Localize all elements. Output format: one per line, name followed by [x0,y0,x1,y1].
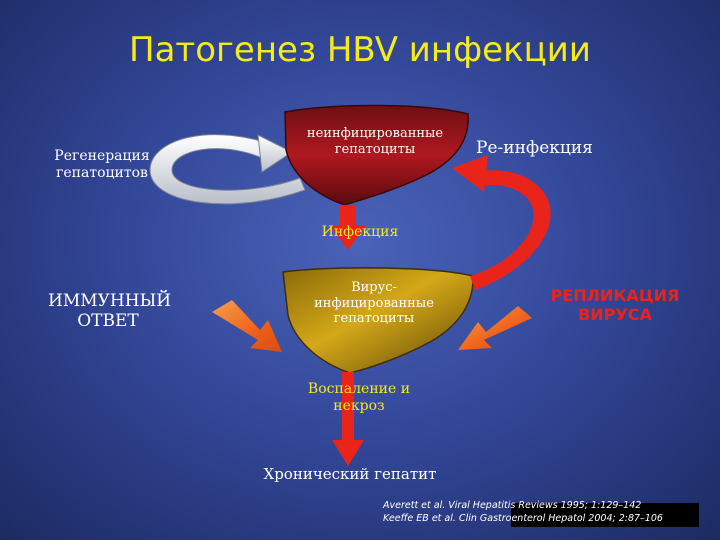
uninfected-liver [284,104,469,206]
replication-arrow [458,306,532,350]
chronic-arrow [332,372,364,466]
label-regeneration: Регенерация гепатоцитов [54,148,150,181]
label-reinfection: Ре-инфекция [476,138,593,158]
immune-arrow [212,300,282,352]
infected-liver [282,267,474,374]
citations: Averett et al. Viral Hepatitis Reviews 1… [383,500,699,528]
label-immune-response: ИММУННЫЙ ОТВЕТ [48,291,172,332]
citation-highlight-box [511,503,699,527]
reinfection-loop-arrow [470,170,551,290]
label-chronic-hepatitis: Хронический гепатит [263,465,437,483]
label-infection: Инфекция [321,224,399,240]
regeneration-arrowhead [257,134,293,173]
infection-arrow [330,205,366,250]
slide-title: Патогенез HBV инфекции [129,30,591,70]
regeneration-loop-arrow [149,134,306,205]
citation-2: Keeffe EB et al. Clin Gastroenterol Hepa… [383,512,663,524]
label-uninfected-hepatocytes: неинфицированные гепатоциты [306,126,444,157]
citation-1: Averett et al. Viral Hepatitis Reviews 1… [383,500,642,511]
reinfection-arrowhead [452,155,488,192]
label-viral-replication: РЕПЛИКАЦИЯ ВИРУСА [550,286,680,325]
label-inflammation-necrosis: Воспаление и некроз [307,381,411,414]
label-infected-hepatocytes: Вирус-инфицированные гепатоциты [314,280,434,327]
